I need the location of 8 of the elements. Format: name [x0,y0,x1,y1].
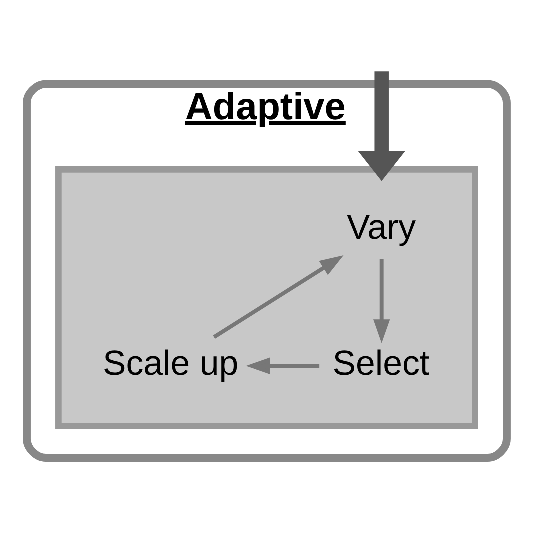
arrow [246,358,320,374]
arrow [374,259,390,344]
node-text: Vary [346,208,416,247]
arrow [358,72,406,182]
node-text: Scale up [103,344,239,383]
node-text: Select [332,344,430,383]
cluster [56,166,478,430]
arrow [213,256,344,339]
